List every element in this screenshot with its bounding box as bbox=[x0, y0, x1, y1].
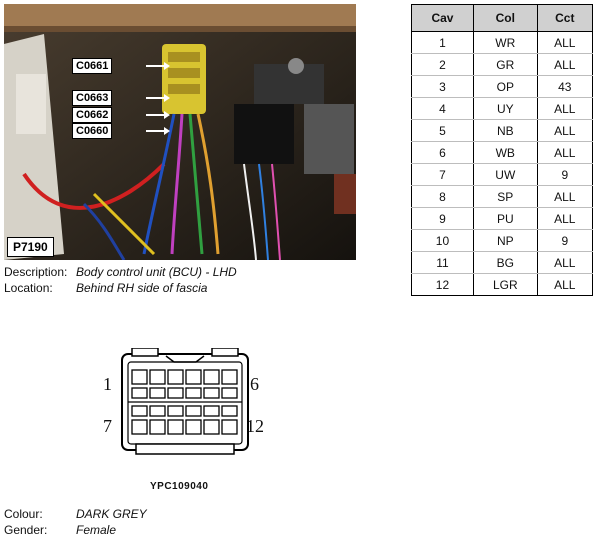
pin-label-6: 6 bbox=[250, 374, 259, 394]
cell-cct: ALL bbox=[536, 53, 594, 76]
cell-cav: 12 bbox=[411, 273, 474, 296]
callout-c0660: C0660 bbox=[72, 123, 113, 139]
callout-c0661: C0661 bbox=[72, 58, 113, 74]
description-label: Description: bbox=[4, 265, 68, 279]
cell-cav: 11 bbox=[411, 251, 474, 274]
pin-table-header: Cav Col Cct bbox=[411, 4, 594, 32]
location-line: Location: Behind RH side of fascia bbox=[4, 281, 207, 296]
cell-cct: ALL bbox=[536, 185, 594, 208]
pin-label-1: 1 bbox=[103, 374, 112, 394]
gender-line: Gender: Female bbox=[4, 523, 116, 538]
cell-cct: ALL bbox=[536, 141, 594, 164]
cell-cct: ALL bbox=[536, 31, 594, 54]
cell-cav: 3 bbox=[411, 75, 474, 98]
cell-cav: 6 bbox=[411, 141, 474, 164]
cell-col: GR bbox=[472, 53, 538, 76]
cell-col: WR bbox=[472, 31, 538, 54]
colour-value: DARK GREY bbox=[76, 507, 147, 521]
harness-photo-illustration bbox=[4, 4, 356, 260]
photo-code: P7190 bbox=[7, 237, 54, 257]
cell-col: BG bbox=[472, 251, 538, 274]
pin-label-12: 12 bbox=[246, 416, 264, 436]
cell-cct: ALL bbox=[536, 273, 594, 296]
cell-col: WB bbox=[472, 141, 538, 164]
cavity-grid bbox=[128, 369, 242, 435]
cell-col: NB bbox=[472, 119, 538, 142]
cell-col: UY bbox=[472, 97, 538, 120]
cell-cav: 1 bbox=[411, 31, 474, 54]
cell-col: LGR bbox=[472, 273, 538, 296]
cell-cav: 4 bbox=[411, 97, 474, 120]
cell-col: OP bbox=[472, 75, 538, 98]
cell-col: NP bbox=[472, 229, 538, 252]
cell-cav: 7 bbox=[411, 163, 474, 186]
callout-c0662: C0662 bbox=[72, 107, 113, 123]
cell-cct: 43 bbox=[536, 75, 594, 98]
cell-cav: 10 bbox=[411, 229, 474, 252]
header-cct: Cct bbox=[536, 4, 594, 32]
cell-cct: 9 bbox=[536, 229, 594, 252]
cell-cav: 9 bbox=[411, 207, 474, 230]
gender-value: Female bbox=[76, 523, 117, 537]
gender-label: Gender: bbox=[4, 523, 48, 537]
callout-c0663: C0663 bbox=[72, 90, 113, 106]
cell-cct: 9 bbox=[536, 163, 594, 186]
cell-cct: ALL bbox=[536, 207, 594, 230]
connector-part-number: YPC109040 bbox=[150, 481, 209, 492]
pin-label-7: 7 bbox=[103, 416, 112, 436]
cell-cav: 2 bbox=[411, 53, 474, 76]
header-col: Col bbox=[472, 4, 538, 32]
cell-col: PU bbox=[472, 207, 538, 230]
cell-cct: ALL bbox=[536, 97, 594, 120]
description-line: Description: Body control unit (BCU) - LH… bbox=[4, 265, 237, 280]
cell-col: SP bbox=[472, 185, 538, 208]
header-cav: Cav bbox=[411, 4, 474, 32]
colour-label: Colour: bbox=[4, 507, 43, 521]
colour-line: Colour: DARK GREY bbox=[4, 507, 147, 522]
cell-col: UW bbox=[472, 163, 538, 186]
cell-cct: ALL bbox=[536, 119, 594, 142]
location-label: Location: bbox=[4, 281, 53, 295]
description-value: Body control unit (BCU) - LHD bbox=[76, 265, 237, 279]
cell-cav: 8 bbox=[411, 185, 474, 208]
connector-face-drawing bbox=[121, 348, 249, 455]
location-value: Behind RH side of fascia bbox=[76, 281, 208, 295]
harness-photo: C0661 C0663 C0662 C0660 P7190 bbox=[4, 4, 356, 260]
cell-cct: ALL bbox=[536, 251, 594, 274]
cell-cav: 5 bbox=[411, 119, 474, 142]
